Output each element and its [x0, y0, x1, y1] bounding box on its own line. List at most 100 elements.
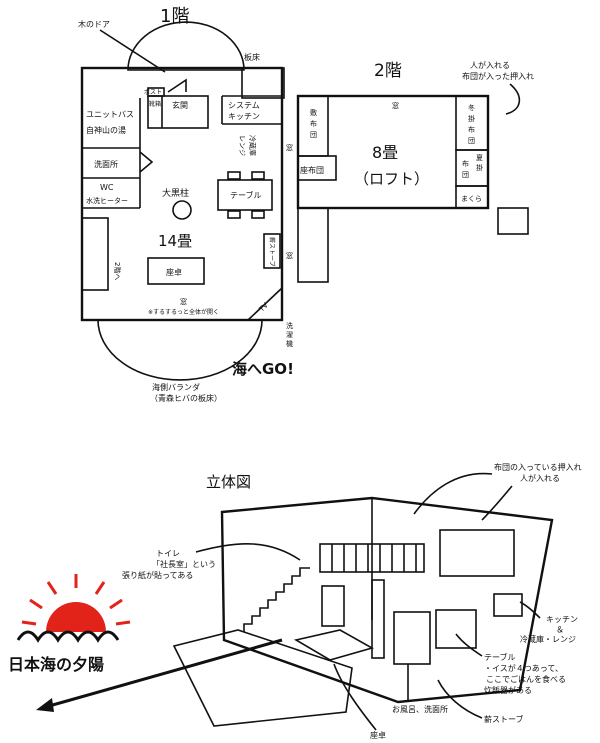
iso-deck: [172, 629, 353, 727]
loft-label: （ロフト）: [354, 170, 429, 188]
floor2-title: 2階: [374, 61, 402, 81]
zabuton-label: 座布団: [300, 165, 324, 175]
floor2-window-top: 窓: [392, 101, 399, 110]
floor1-title: 1階: [160, 6, 189, 27]
toilet-note-1: トイレ: [156, 549, 180, 558]
floor2-note-arrow: [505, 83, 521, 115]
summer-futon-3: 布: [462, 159, 469, 168]
oshiire-note-1: 布団の入っている押入れ: [494, 462, 582, 472]
onsen-label: 自神山の湯: [86, 125, 126, 135]
floor2-plan: 2階 人が入れる 布団が入った押入れ 窓 敷 布 団 座布団 8畳 （ロフト） …: [296, 60, 534, 283]
toilet-arrow: [195, 543, 301, 561]
water-heater-label: 水洗ヒーター: [86, 196, 128, 205]
fridge-label: 冷蔵庫: [248, 135, 257, 156]
washroom-label: 洗面所: [94, 159, 118, 169]
loft-railing: [319, 543, 425, 573]
iso-title: 立体図: [206, 473, 251, 491]
table-note-2: ・イスが４つあって、: [484, 663, 563, 673]
sun-rays: [21, 574, 131, 626]
sea-arrow: [41, 638, 283, 710]
wood-floor-note: 板床: [244, 52, 260, 62]
floor1-room-size: 14畳: [158, 232, 192, 250]
washroom-door: [139, 151, 154, 173]
floor2-deck: [497, 207, 529, 235]
table-note-3: ここでごはんを食べる: [486, 674, 566, 684]
wood-door: [167, 78, 187, 93]
sea-arrow-head: [36, 698, 54, 712]
floor2-note-2: 布団が入った押入れ: [462, 71, 534, 81]
winter-futon-1: 冬: [468, 103, 475, 112]
toilet-note-3: 張り紙が貼ってある: [122, 570, 193, 580]
floor1-window-right: 窓: [286, 143, 293, 152]
sunset-logo: 日本海の夕陽: [8, 574, 131, 674]
waves: [16, 630, 120, 643]
low-table: [147, 257, 205, 285]
chair: [251, 171, 265, 180]
window-note: ※するするっと全体が開く: [148, 308, 219, 316]
wood-door-note: 木のドア: [78, 19, 110, 29]
pillar-label: 大黒柱: [162, 187, 189, 199]
floor2-stairs: [297, 207, 329, 283]
table-note-1: テーブル: [484, 652, 516, 662]
iso-stairs: [243, 567, 310, 632]
futon-left-1: 敷: [310, 108, 317, 117]
stairs: [81, 217, 109, 291]
post-box: [147, 87, 165, 97]
veranda-caption-2: （青森ヒバの板床）: [150, 393, 222, 403]
toilet-note-2: 「社長室」という: [152, 559, 216, 569]
laundry-1: 洗: [286, 321, 293, 330]
kitchen-note-1: キッチン: [546, 615, 578, 624]
floor2-note-1: 人が入れる: [470, 60, 510, 70]
zataku-note: 座卓: [370, 730, 386, 740]
kitchen-label-2: キッチン: [228, 112, 260, 121]
entrance-label: 玄関: [172, 100, 188, 110]
table-note-4: 炊飯器がある: [484, 685, 532, 695]
iso-table: [435, 609, 477, 649]
table-label: テーブル: [230, 190, 262, 200]
chair: [227, 171, 241, 180]
table-arrow: [455, 633, 483, 657]
floor1-plan: 1階 木のドア 板床 ユニットバス 自神山の湯 洗面所 WC 水洗ヒーター ポス…: [78, 6, 294, 403]
post-label: ポスト: [144, 88, 162, 96]
winter-futon-2: 掛: [468, 114, 475, 123]
oshiire-arrow: [481, 485, 513, 521]
veranda-caption-1: 海側バランダ: [152, 382, 200, 392]
winter-futon-4: 団: [468, 137, 475, 145]
chair: [227, 210, 241, 219]
wood-stove: [263, 233, 281, 269]
oshiire-note-2: 人が入れる: [520, 473, 560, 483]
kitchen-note-3: 冷蔵庫・レンジ: [520, 634, 576, 644]
summer-futon-4: 団: [462, 171, 469, 179]
floor2-room-size: 8畳: [372, 143, 398, 162]
floor1-window-right2: 窓: [286, 251, 293, 260]
pillow-shelf: [455, 185, 489, 209]
sea-veranda: [97, 319, 263, 381]
stove-note: 薪ストーブ: [484, 714, 524, 724]
oshiire-box: [439, 529, 515, 577]
go-sea-label: 海へGO!: [232, 360, 294, 378]
summer-futon-2: 掛: [476, 163, 483, 172]
zataku-label: 座卓: [166, 267, 182, 277]
iso-kitchen: [493, 593, 523, 617]
pillow-label: まくら: [461, 195, 482, 203]
side-deck: [241, 67, 285, 99]
dining-table: [217, 179, 273, 211]
stove-label: 薪ストーブ: [268, 237, 276, 267]
chair: [251, 210, 265, 219]
entrance-deck: [127, 21, 245, 71]
iso-low-table: [293, 629, 375, 661]
isometric-view: 立体図 布団の入っている押入れ 人が入れる トイレ 「社長室」という: [36, 462, 582, 740]
tv-label: TV: [257, 301, 270, 314]
zabuton-shelf: [297, 155, 337, 181]
sun: [46, 602, 106, 632]
summer-futon-1: 夏: [476, 154, 483, 162]
summer-futon: [455, 149, 489, 187]
winter-futon-3: 布: [468, 125, 475, 134]
entrance-block: [147, 95, 209, 129]
futon-left-2: 布: [310, 119, 317, 128]
kitchen-arrow: [519, 601, 541, 619]
bath-note: お風呂、洗面所: [392, 704, 448, 714]
sunset-label: 日本海の夕陽: [8, 655, 104, 674]
railing-bars: [331, 544, 417, 572]
